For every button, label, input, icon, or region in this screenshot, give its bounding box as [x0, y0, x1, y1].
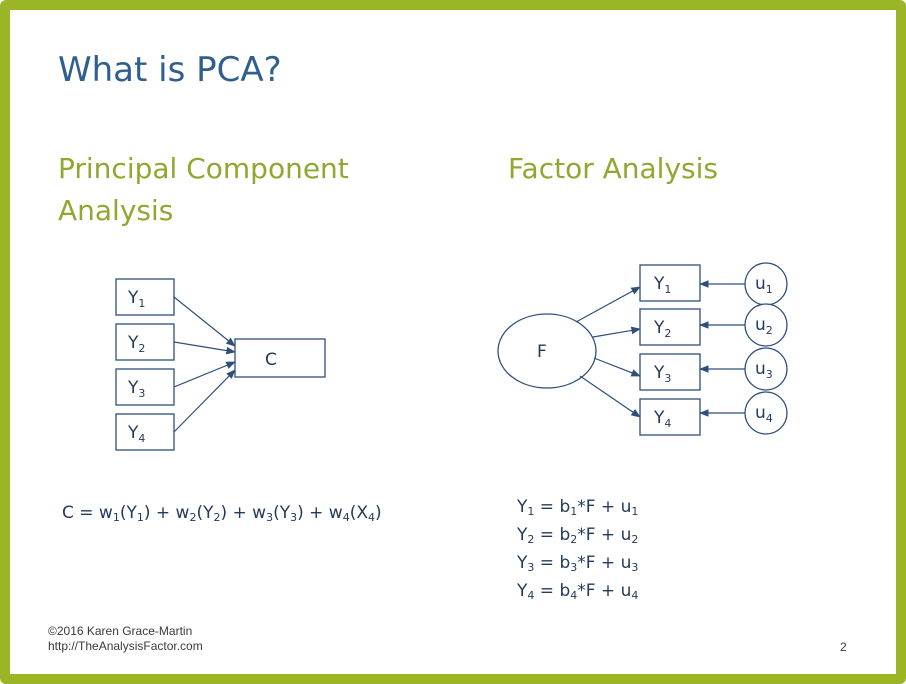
pca-variable-box: [115, 278, 175, 316]
error-label: u2: [755, 315, 773, 337]
pca-arrow: [173, 296, 236, 347]
fa-variable-box: [639, 398, 701, 436]
factor-label: F: [537, 342, 547, 362]
pca-heading: Principal Component Analysis: [58, 148, 349, 232]
pca-heading-line2: Analysis: [58, 194, 174, 227]
fa-equation-line: Y2 = b2*F + u2: [517, 525, 639, 546]
pca-variable-label: Y1: [127, 288, 145, 310]
pca-variable-label: Y4: [127, 423, 145, 445]
pca-arrow: [173, 361, 236, 388]
fa-heading: Factor Analysis: [508, 152, 718, 185]
fa-equation-line: Y4 = b4*F + u4: [517, 581, 639, 602]
footer-url: http://TheAnalysisFactor.com: [48, 639, 203, 653]
pca-heading-line1: Principal Component: [58, 152, 349, 185]
pca-arrow: [173, 341, 236, 355]
fa-variable-label: Y1: [653, 274, 671, 296]
fa-variable-label: Y2: [653, 318, 671, 340]
factor-loading-arrow: [579, 375, 641, 418]
fa-variable-box: [639, 264, 701, 302]
fa-variable-box: [639, 308, 701, 346]
pca-variable-label: Y2: [127, 333, 145, 355]
slide-title: What is PCA?: [58, 50, 282, 90]
fa-variable-label: Y4: [653, 408, 671, 430]
error-label: u4: [755, 403, 773, 425]
factor-loading-arrow: [575, 286, 641, 323]
factor-ellipse: [497, 313, 597, 389]
component-box: [234, 338, 326, 378]
pca-variable-label: Y3: [127, 378, 145, 400]
component-label: C: [265, 350, 277, 370]
fa-variable-label: Y3: [653, 363, 671, 385]
error-label: u3: [755, 359, 773, 381]
fa-equation-line: Y1 = b1*F + u1: [517, 497, 639, 518]
pca-equation: C = w1(Y1) + w2(Y2) + w3(Y3) + w4(X4): [62, 503, 382, 524]
footer-copyright: ©2016 Karen Grace-Martin: [48, 624, 193, 638]
pca-arrow: [173, 369, 236, 433]
factor-loading-arrow: [592, 326, 641, 338]
footer: ©2016 Karen Grace-Martin http://TheAnaly…: [48, 624, 203, 654]
page-number: 2: [840, 640, 847, 654]
fa-equation-line: Y3 = b3*F + u3: [517, 553, 639, 574]
error-label: u1: [755, 274, 773, 296]
factor-loading-arrow: [593, 357, 641, 377]
